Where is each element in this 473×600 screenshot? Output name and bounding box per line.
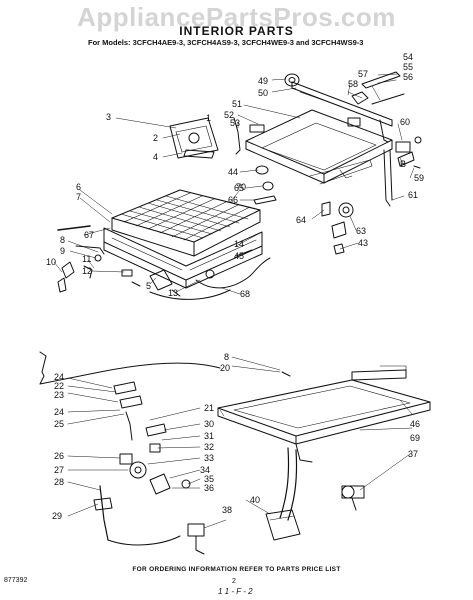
callout-38: 38 [222,505,233,515]
callout-37: 37 [408,449,419,459]
callout-68: 68 [240,289,251,299]
callout-25: 25 [54,419,65,429]
callout-10: 10 [46,257,57,267]
callout-30: 30 [204,419,215,429]
callout-45: 45 [234,251,245,261]
callout-14: 14 [234,239,245,249]
callout-59: 59 [414,173,425,183]
callout-13: 13 [168,288,179,298]
cabinet-liner [103,227,263,289]
handwritten-mark: 1 1 - F - 2 [218,587,253,596]
callout-64: 64 [296,215,307,225]
callout-12: 12 [82,266,93,276]
callout-31: 31 [204,431,215,441]
watermark: AppliancePartsPros.com [77,2,396,32]
drain-pan [217,365,431,463]
callout-58: 58 [348,79,359,89]
callout-61: 61 [408,190,419,200]
callout-33: 33 [204,453,215,463]
diagram-title: INTERIOR PARTS [179,24,294,38]
rail-assembly [284,71,405,143]
callout-35: 35 [204,474,215,484]
callout-8: 8 [60,235,66,245]
callout-3: 3 [106,112,112,122]
top-leaders [53,73,415,295]
bottom-leaders [67,356,413,529]
callout-6: 6 [76,182,82,192]
callout-5: 5 [146,281,152,291]
callout-26: 26 [54,451,65,461]
right-parts [383,136,422,207]
controls [249,124,354,255]
callout-24-b: 24 [54,407,65,417]
callout-57: 57 [358,69,369,79]
tray-top [245,109,393,185]
callout-11: 11 [82,254,92,264]
callout-8-lower: 8 [224,352,230,362]
ordering-footer: FOR ORDERING INFORMATION REFER TO PARTS … [132,566,341,573]
callout-63: 63 [356,226,367,236]
callout-36: 36 [204,483,215,493]
callout-20: 20 [220,363,231,373]
callout-56: 56 [403,72,414,82]
callout-67: 67 [84,230,95,240]
left-hardware [57,225,141,293]
wiring-harness [39,351,291,555]
callout-7: 7 [76,192,82,202]
callout-23: 23 [54,390,65,400]
callout-22: 22 [54,381,65,391]
callout-69: 69 [410,433,421,443]
callout-4: 4 [153,152,159,162]
hinge-bracket [169,117,241,159]
callout-28: 28 [54,477,65,487]
callout-27: 27 [54,465,65,475]
callout-55: 55 [403,62,414,72]
callout-65: 65 [234,183,245,193]
wire-basket [111,189,261,257]
callout-43: 43 [358,238,369,248]
callout-44: 44 [228,167,239,177]
callout-32: 32 [204,442,215,452]
callout-70: 70 [236,182,247,192]
callout-29: 29 [52,511,63,521]
callout-51: 51 [232,99,243,109]
lower-wiring [149,249,271,300]
callout-60: 60 [400,117,411,127]
callout-34: 34 [200,465,211,475]
callout-54: 54 [403,52,414,62]
callout-1: 1 [206,113,212,123]
callout-50: 50 [258,88,269,98]
callout-40: 40 [250,495,261,505]
document-number: 877392 [4,577,28,584]
callout-53: 53 [230,118,241,128]
callout-21: 21 [204,403,215,413]
callout-9: 9 [60,246,66,256]
callout-46: 46 [410,419,421,429]
callout-b: B [400,159,407,169]
page-number: 2 [232,578,236,585]
callout-52: 52 [224,110,235,120]
drain-hose [265,447,365,541]
callout-2: 2 [153,133,159,143]
models-line: For Models: 3CFCH4AE9-3, 3CFCH4AS9-3, 3C… [88,38,364,47]
callout-49: 49 [258,76,269,86]
callout-24: 24 [54,372,65,382]
callout-66: 66 [228,195,239,205]
